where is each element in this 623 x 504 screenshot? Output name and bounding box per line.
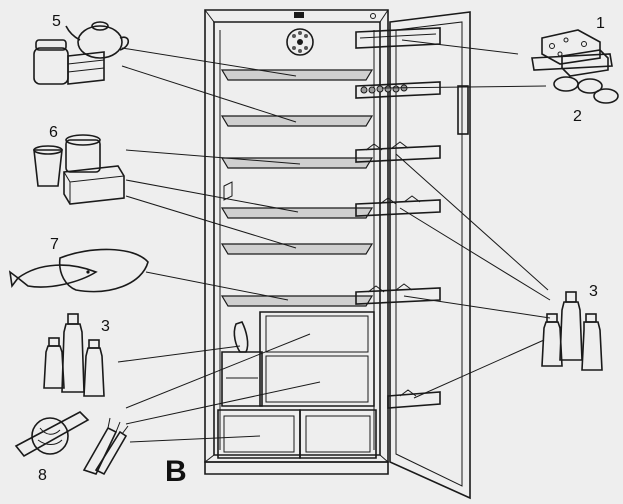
food-group-2-illustration (553, 76, 619, 104)
fridge-cabinet (204, 9, 389, 475)
fan-light-unit (286, 28, 314, 56)
food-group-6-illustration (33, 134, 125, 205)
glass-shelves (220, 69, 374, 307)
figure-letter: B (165, 455, 187, 488)
label-3-right: 3 (589, 283, 598, 300)
food-group-3-bottles-left (43, 313, 105, 397)
leader-lines (117, 39, 551, 443)
label-3-left: 3 (101, 318, 110, 335)
label-7: 7 (50, 236, 59, 253)
food-group-8-illustration (14, 411, 129, 476)
food-group-3-bottles-right (541, 291, 603, 371)
food-group-1-illustration (531, 29, 613, 77)
open-door (389, 11, 471, 500)
crisper-drawers (217, 311, 377, 459)
callout-labels: 1 2 3 3 5 6 7 8 B (38, 13, 605, 488)
label-8: 8 (38, 467, 47, 484)
door-racks (355, 27, 441, 409)
label-1: 1 (596, 15, 605, 32)
food-group-7-illustration (8, 248, 149, 293)
food-group-5-illustration (33, 21, 130, 85)
label-2: 2 (573, 108, 582, 125)
label-6: 6 (49, 124, 58, 141)
label-5: 5 (52, 13, 61, 30)
